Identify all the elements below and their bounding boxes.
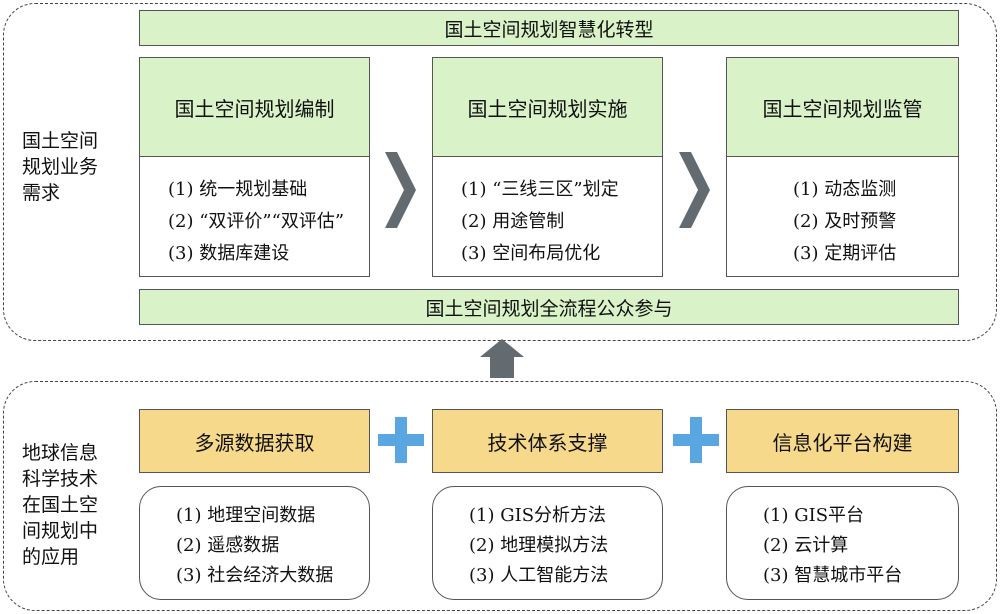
card-title: 国土空间规划监管 — [727, 58, 958, 157]
list-item: (1) 地理空间数据 — [176, 505, 316, 526]
list-item: (1) 统一规划基础 — [168, 179, 308, 200]
transformation-header-text: 国土空间规划智慧化转型 — [444, 18, 654, 41]
chevron-right-icon — [679, 152, 710, 228]
list-item: (2) “双评价”“双评估” — [168, 211, 345, 232]
list-item: (3) 定期评估 — [793, 243, 897, 264]
card-title: 国土空间规划实施 — [433, 58, 662, 157]
title-information-platform: 信息化平台构建 — [726, 409, 959, 473]
list-information-platform: (1) GIS平台 (2) 云计算 (3) 智慧城市平台 — [726, 486, 959, 600]
list-item: (2) 用途管制 — [461, 211, 565, 232]
card-planning-implementation: 国土空间规划实施 (1) “三线三区”划定 (2) 用途管制 (3) 空间布局优… — [432, 57, 663, 277]
list-item: (3) 人工智能方法 — [469, 565, 609, 586]
top-side-label: 国土空间 规划业务 需求 — [22, 128, 122, 206]
list-item: (1) “三线三区”划定 — [461, 179, 619, 200]
plus-icon — [378, 417, 424, 463]
bottom-side-label-line: 地球信息 — [22, 442, 99, 464]
bottom-side-label-line: 间规划中 — [22, 520, 99, 542]
card-planning-compilation: 国土空间规划编制 (1) 统一规划基础 (2) “双评价”“双评估” (3) 数… — [139, 57, 370, 277]
top-side-label-line: 国土空间 — [22, 130, 99, 152]
bottom-side-label-line: 在国土空 — [22, 494, 99, 516]
list-item: (2) 遥感数据 — [176, 535, 280, 556]
chevron-right-icon — [385, 152, 416, 228]
card-title: 国土空间规划编制 — [140, 58, 369, 157]
list-item: (1) GIS分析方法 — [469, 505, 607, 526]
top-section-frame — [3, 3, 997, 341]
list-item: (3) 智慧城市平台 — [763, 565, 903, 586]
up-arrow-icon — [480, 339, 524, 378]
list-multisource-data: (1) 地理空间数据 (2) 遥感数据 (3) 社会经济大数据 — [139, 486, 370, 600]
list-item: (2) 云计算 — [763, 535, 849, 556]
title-technical-support: 技术体系支撑 — [432, 409, 663, 473]
list-item: (3) 空间布局优化 — [461, 243, 601, 264]
card-body: (1) 统一规划基础 (2) “双评价”“双评估” (3) 数据库建设 — [140, 156, 369, 276]
list-item: (2) 及时预警 — [793, 211, 897, 232]
card-body: (1) 动态监测 (2) 及时预警 (3) 定期评估 — [727, 156, 958, 276]
public-participation-text: 国土空间规划全流程公众参与 — [425, 297, 673, 320]
bottom-side-label-line: 的应用 — [22, 546, 80, 568]
title-multisource-data: 多源数据获取 — [139, 409, 370, 473]
top-side-label-line: 规划业务 — [22, 156, 99, 178]
plus-icon — [673, 417, 719, 463]
top-side-label-line: 需求 — [22, 182, 61, 204]
list-technical-support: (1) GIS分析方法 (2) 地理模拟方法 (3) 人工智能方法 — [432, 486, 663, 600]
bottom-side-label: 地球信息 科学技术 在国土空 间规划中 的应用 — [22, 440, 122, 570]
transformation-header-bar: 国土空间规划智慧化转型 — [139, 10, 959, 46]
public-participation-bar: 国土空间规划全流程公众参与 — [139, 289, 959, 325]
card-planning-supervision: 国土空间规划监管 (1) 动态监测 (2) 及时预警 (3) 定期评估 — [726, 57, 959, 277]
bottom-section-frame — [3, 381, 997, 611]
bottom-side-label-line: 科学技术 — [22, 468, 99, 490]
list-item: (2) 地理模拟方法 — [469, 535, 609, 556]
list-item: (3) 数据库建设 — [168, 243, 290, 264]
list-item: (1) GIS平台 — [763, 505, 865, 526]
list-item: (1) 动态监测 — [793, 179, 897, 200]
list-item: (3) 社会经济大数据 — [176, 565, 334, 586]
card-body: (1) “三线三区”划定 (2) 用途管制 (3) 空间布局优化 — [433, 156, 662, 276]
